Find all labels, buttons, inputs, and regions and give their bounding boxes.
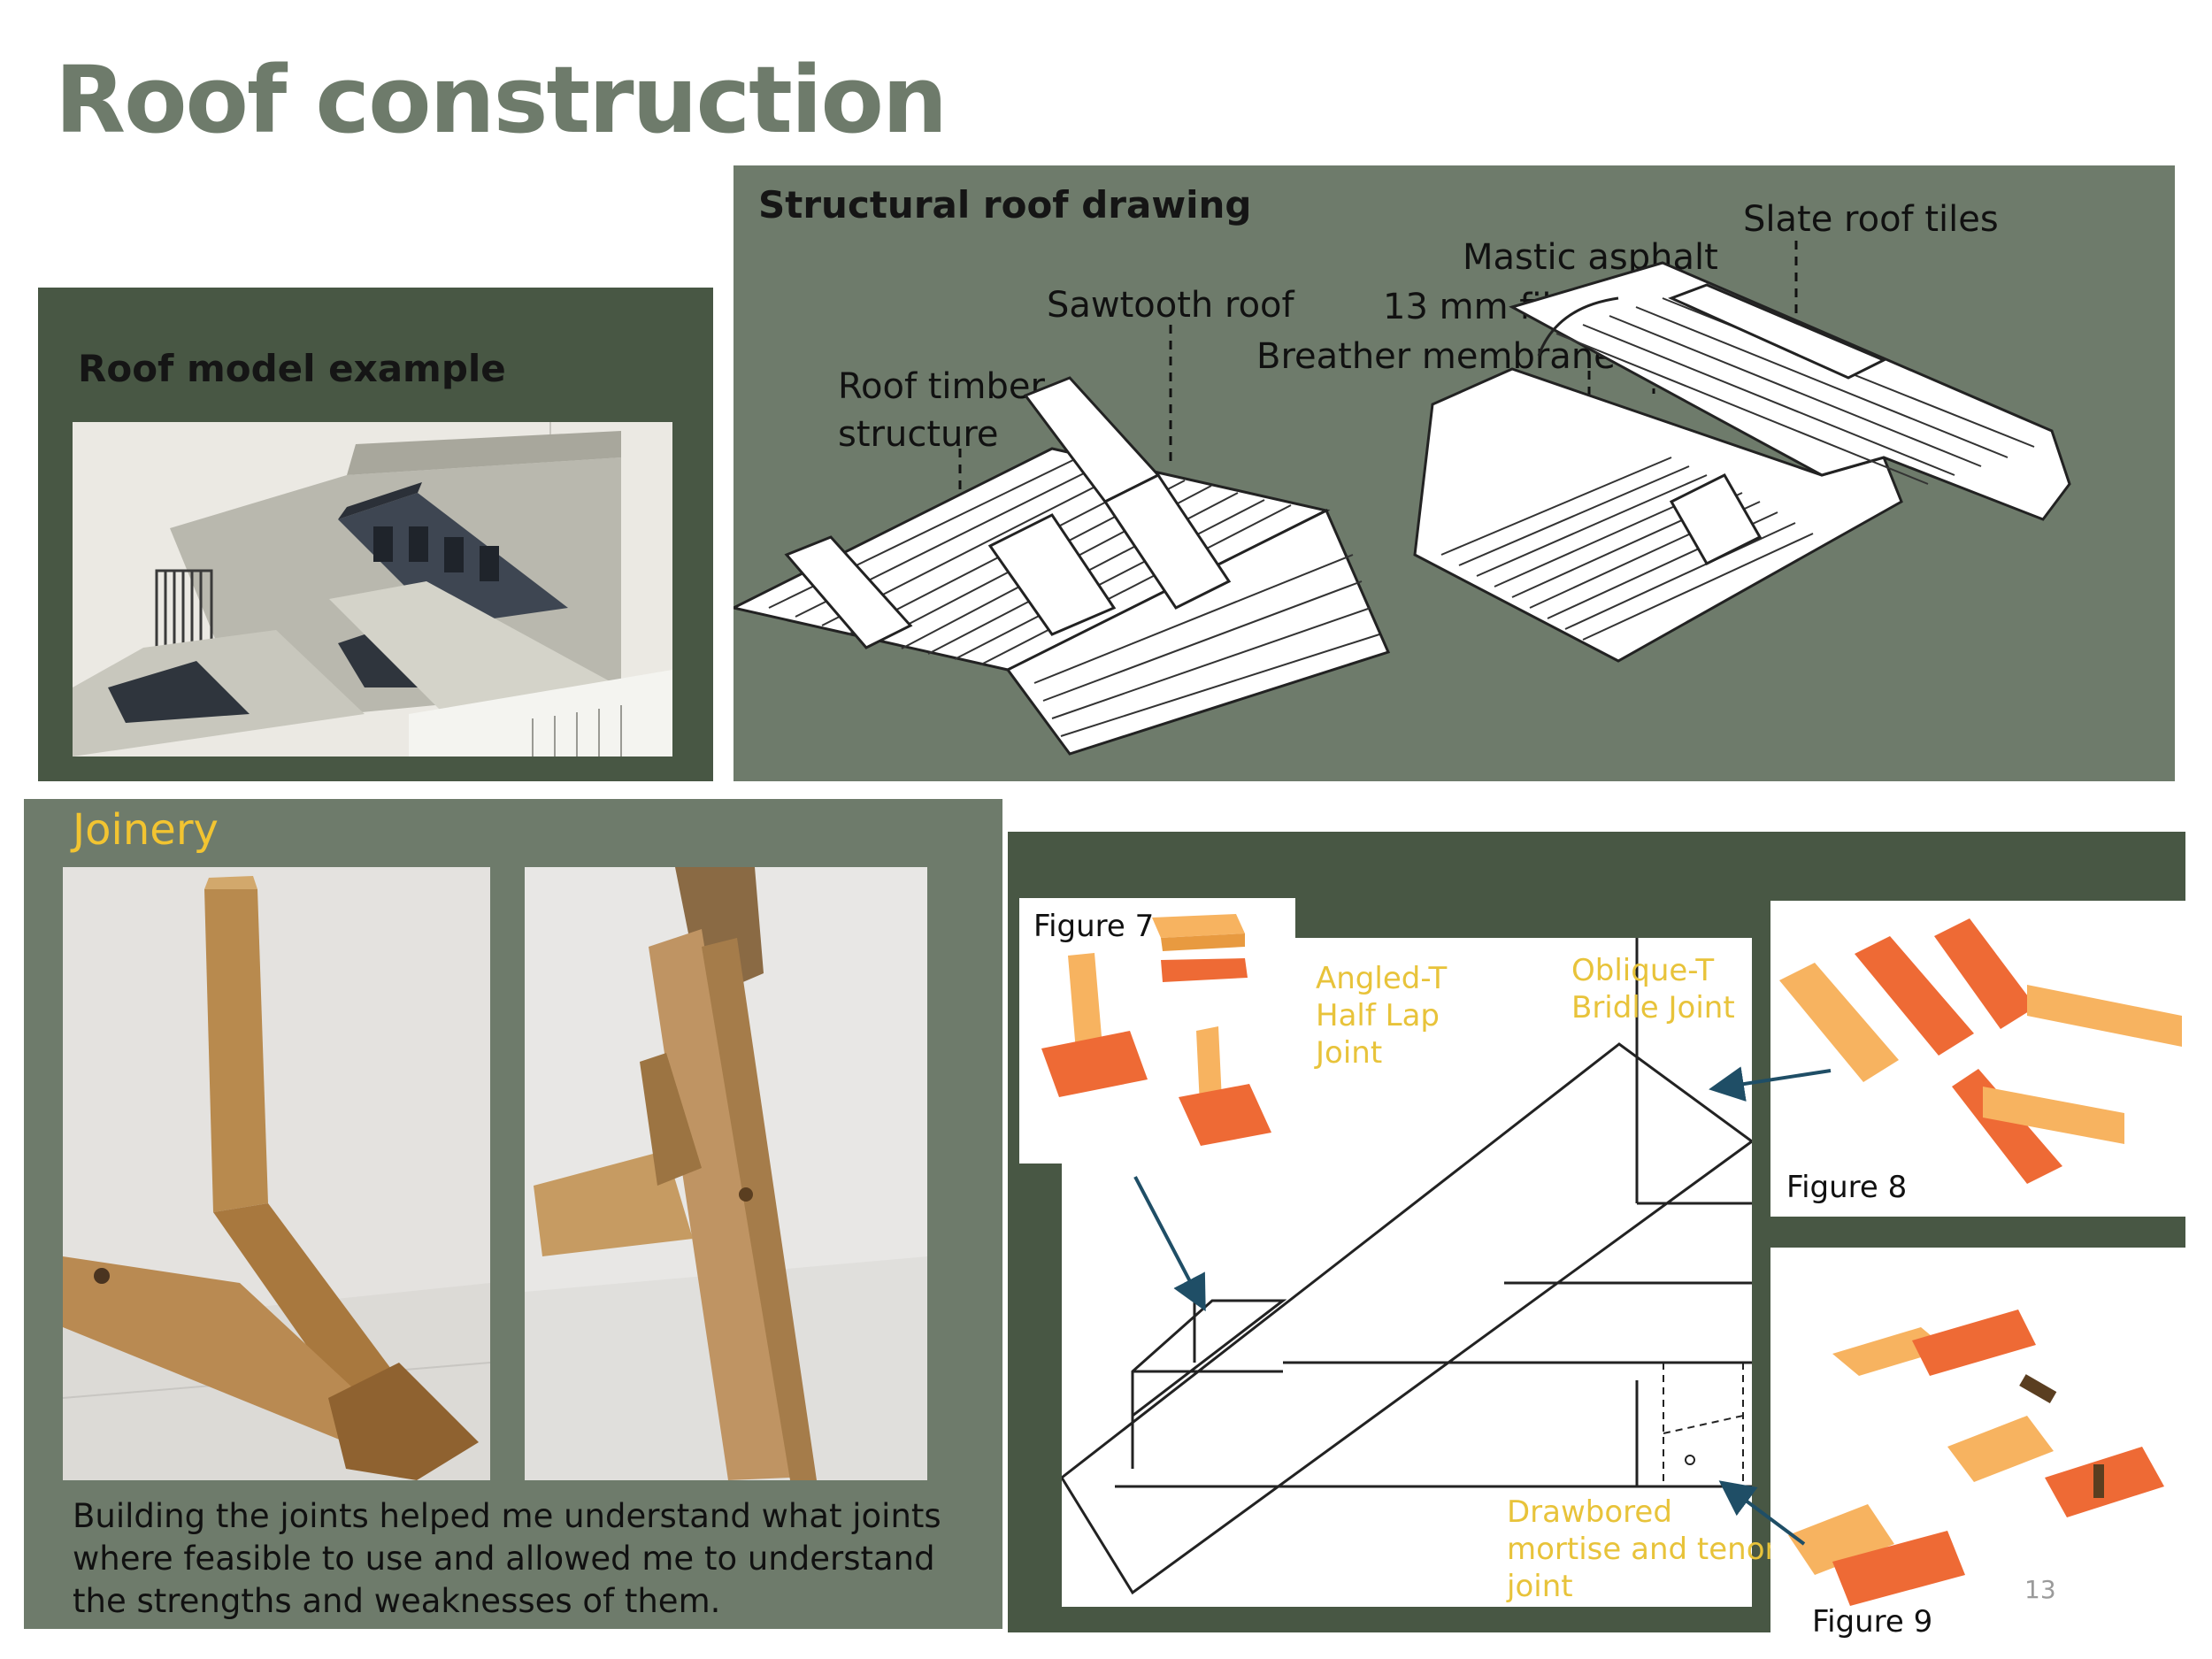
label-roof-timber-line2: structure (838, 414, 999, 455)
oblique-t-line1: Oblique-T (1571, 953, 1715, 988)
label-slate-roof-tiles: Slate roof tiles (1743, 199, 1999, 240)
roof-model-heading: Roof model example (78, 347, 506, 390)
figure-9-label: Figure 9 (1812, 1604, 1933, 1640)
joinery-heading: Joinery (73, 805, 219, 855)
drawbored-label: Drawbored mortise and tenon joint (1507, 1494, 1784, 1605)
angled-t-line1: Angled-T (1316, 961, 1448, 996)
label-roof-timber-line1: Roof timber (838, 366, 1045, 407)
oblique-t-line2: Bridle Joint (1571, 990, 1735, 1025)
oblique-t-label: Oblique-T Bridle Joint (1571, 952, 1735, 1026)
figure-arrows (1008, 832, 2185, 1632)
figure-9-area (1770, 1248, 2186, 1632)
joint-photo-1 (63, 867, 490, 1480)
label-sawtooth-roof: Sawtooth roof (1047, 285, 1294, 326)
left-roof-framework (733, 376, 1391, 756)
label-breather-membrane: Breather membrane (1256, 336, 1616, 377)
roof-model-render (73, 422, 672, 757)
figure-7-label: Figure 7 (1033, 909, 1155, 944)
angled-t-line3: Joint (1316, 1035, 1383, 1071)
structural-heading: Structural roof drawing (758, 183, 1252, 227)
figure-7-joints (1019, 898, 1295, 1164)
joint-photo-2 (525, 867, 927, 1480)
drawbored-line3: joint (1507, 1569, 1573, 1604)
page-number: 13 (2024, 1575, 2056, 1604)
figure-8-area (1770, 901, 2186, 1217)
page-title: Roof construction (55, 46, 948, 154)
drawbored-line1: Drawbored (1507, 1494, 1672, 1530)
figure-8-label: Figure 8 (1786, 1170, 1908, 1205)
structural-drawing (733, 165, 2175, 781)
label-roof-timber-structure: Roof timber structure (838, 363, 1045, 458)
angled-t-line2: Half Lap (1316, 998, 1440, 1033)
drawbored-line2: mortise and tenon (1507, 1532, 1785, 1567)
angled-t-label: Angled-T Half Lap Joint (1316, 960, 1447, 1071)
joinery-caption: Building the joints helped me understand… (73, 1497, 941, 1620)
right-roof-framework (1413, 261, 2071, 663)
